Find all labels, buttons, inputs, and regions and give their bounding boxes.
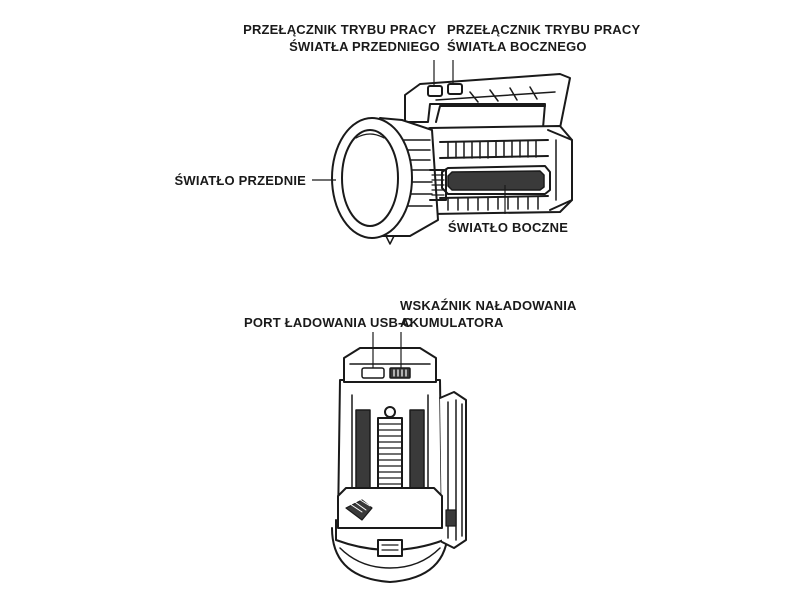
flashlight-top-view [331,347,467,583]
base [331,519,449,583]
lower-collar [337,487,443,529]
front-light [331,117,413,239]
labels: PRZEŁĄCZNIK TRYBU PRACY ŚWIATŁA PRZEDNIE… [174,22,644,330]
battery-indicator [389,367,411,379]
usb-c-port[interactable] [361,367,385,379]
side-light-panel [441,165,551,195]
side-mode-switch[interactable] [447,83,463,95]
label-usb-port: PORT ŁADOWANIA USB-C [244,315,413,330]
label-side-light: ŚWIATŁO BOCZNE [448,220,568,235]
side-handle [439,391,467,549]
label-front-light: ŚWIATŁO PRZEDNIE [174,173,306,188]
top-cap [343,347,437,383]
callout-lines [312,60,506,368]
flashlight-side-view [331,73,573,245]
label-front-switch: PRZEŁĄCZNIK TRYBU PRACY ŚWIATŁA PRZEDNIE… [243,22,440,54]
handle [404,73,571,129]
label-battery-indicator: WSKAŹNIK NAŁADOWANIA AKUMULATORA [400,298,580,330]
label-side-switch: PRZEŁĄCZNIK TRYBU PRACY ŚWIATŁA BOCZNEGO [447,22,644,54]
front-mode-switch[interactable] [427,85,443,97]
